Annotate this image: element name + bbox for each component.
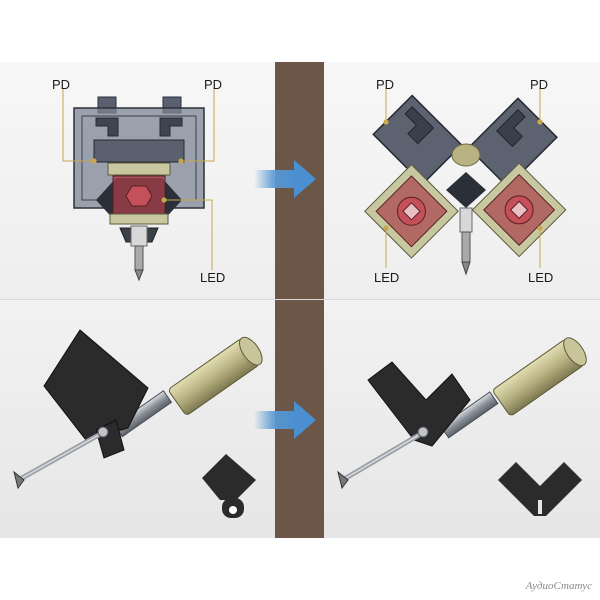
arrow-bottom (254, 401, 316, 439)
stereo-cantilever-section (498, 462, 582, 516)
mono-callout-dots (91, 158, 184, 203)
center-divider (275, 62, 324, 538)
label-led-right-stereo: LED (528, 270, 554, 285)
mono-cantilever-section (202, 454, 256, 518)
mono-generator-housing (73, 96, 205, 282)
stereo-callout-dots (383, 119, 543, 231)
label-pd-right-mono: PD (204, 77, 223, 92)
stereo-generator (364, 94, 567, 276)
row-divider (0, 299, 600, 300)
label-pd-right-stereo: PD (530, 77, 549, 92)
stereo-callout-lines (385, 88, 541, 268)
label-pd-left-mono: PD (52, 77, 71, 92)
mono-armature (13, 329, 263, 490)
label-led-mono: LED (200, 270, 226, 285)
mono-callout-lines (62, 88, 215, 270)
label-pd-left-stereo: PD (376, 77, 395, 92)
label-led-left-stereo: LED (374, 270, 400, 285)
arrow-top (254, 160, 316, 198)
watermark: АудиоСтатус (525, 580, 592, 592)
stereo-armature (337, 337, 587, 490)
